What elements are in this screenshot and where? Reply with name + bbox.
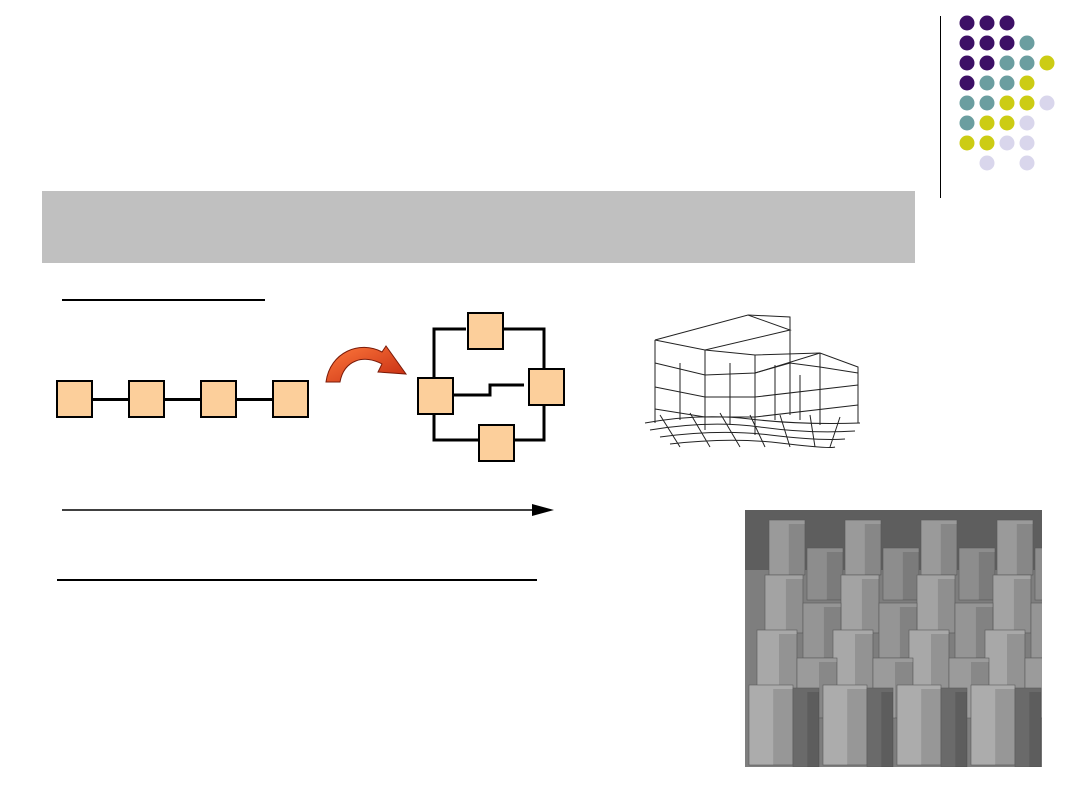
pillar-shadow	[847, 689, 867, 765]
decor-dot	[999, 55, 1015, 71]
decor-dot	[1019, 35, 1035, 51]
decor-dot	[999, 15, 1015, 31]
pillar	[866, 687, 894, 767]
decor-dot	[979, 95, 995, 111]
pillar-shadow	[864, 524, 881, 575]
decor-dot	[1019, 155, 1035, 171]
ring-node	[417, 377, 454, 415]
chain-node	[56, 380, 93, 418]
ring-node	[467, 312, 504, 350]
pillar	[748, 684, 794, 766]
chain-node	[128, 380, 165, 418]
pillar	[844, 519, 882, 576]
pillar-shadow	[978, 552, 995, 600]
pillar-shadow	[826, 552, 843, 600]
pillar	[908, 629, 950, 693]
pillar	[806, 547, 844, 601]
pillar-shadow	[807, 692, 819, 767]
pillar-shadow	[902, 552, 919, 600]
pillar-shadow	[881, 692, 893, 767]
decor-dot	[1019, 95, 1035, 111]
decor-dot	[1019, 115, 1035, 131]
pillar-shadow	[773, 689, 793, 765]
curved-arrow-icon	[325, 345, 408, 383]
decor-dot	[979, 135, 995, 151]
pillar-shadow	[940, 524, 957, 575]
decor-dot	[1039, 55, 1055, 71]
decor-dot	[999, 75, 1015, 91]
right-arrow-icon	[62, 504, 554, 516]
decorative-dot-pattern	[959, 15, 1055, 171]
decor-dot	[979, 55, 995, 71]
decor-dot	[999, 35, 1015, 51]
pillar-shadow	[779, 634, 797, 692]
decor-dot	[1019, 55, 1035, 71]
decor-dot	[959, 15, 975, 31]
pillar-shadow	[931, 634, 949, 692]
pillar-shadow	[1013, 579, 1031, 633]
pillar	[896, 684, 942, 766]
decor-dot	[959, 115, 975, 131]
pillar-shadow	[861, 579, 879, 633]
decor-dot	[999, 115, 1015, 131]
pillar-shadow	[955, 692, 967, 767]
title-bar	[42, 191, 915, 263]
decor-dot	[1019, 75, 1035, 91]
decor-dot	[979, 35, 995, 51]
decor-dot	[959, 35, 975, 51]
pillar	[916, 574, 956, 634]
pillar	[882, 547, 920, 601]
pillar	[958, 547, 996, 601]
pillar	[840, 574, 880, 634]
pillar	[756, 629, 798, 693]
decor-dot	[959, 95, 975, 111]
decor-dot	[1019, 135, 1035, 151]
checkerboard-pillars-photo	[745, 510, 1042, 767]
decor-dot	[999, 95, 1015, 111]
decor-dot	[979, 115, 995, 131]
pillar	[792, 687, 820, 767]
ring-node	[528, 368, 565, 406]
decor-dot	[979, 155, 995, 171]
chain-node	[272, 380, 309, 418]
heading-underline-left	[62, 299, 265, 301]
ring-network-diagram	[432, 327, 546, 442]
decor-dot	[999, 135, 1015, 151]
pillar	[970, 684, 1016, 766]
pillar-shadow	[788, 524, 805, 575]
pillar	[822, 684, 868, 766]
chain-node	[200, 380, 237, 418]
pillar	[1030, 602, 1042, 659]
divider-vertical	[940, 16, 941, 198]
decor-dot	[979, 15, 995, 31]
pillar-shadow	[785, 579, 803, 633]
pillar	[768, 519, 806, 576]
pillar-shadow	[1007, 634, 1025, 692]
decor-dot	[959, 75, 975, 91]
pillar	[940, 687, 968, 767]
decor-dot	[959, 135, 975, 151]
pillar-shadow	[1029, 692, 1041, 767]
pillar	[1014, 687, 1042, 767]
decor-dot	[959, 55, 975, 71]
decor-dot	[1039, 95, 1055, 111]
pillar	[920, 519, 958, 576]
pillar-shadow	[1016, 524, 1033, 575]
chain-connector	[80, 398, 290, 401]
ring-node	[478, 424, 515, 462]
pillar-shadow	[937, 579, 955, 633]
heading-underline-bottom	[57, 579, 537, 581]
wireframe-structure-image	[644, 314, 861, 448]
decor-dot	[979, 75, 995, 91]
pillar-shadow	[995, 689, 1015, 765]
pillar	[992, 574, 1032, 634]
pillar-shadow	[855, 634, 873, 692]
pillar-shadow	[921, 689, 941, 765]
pillar	[1034, 547, 1042, 601]
